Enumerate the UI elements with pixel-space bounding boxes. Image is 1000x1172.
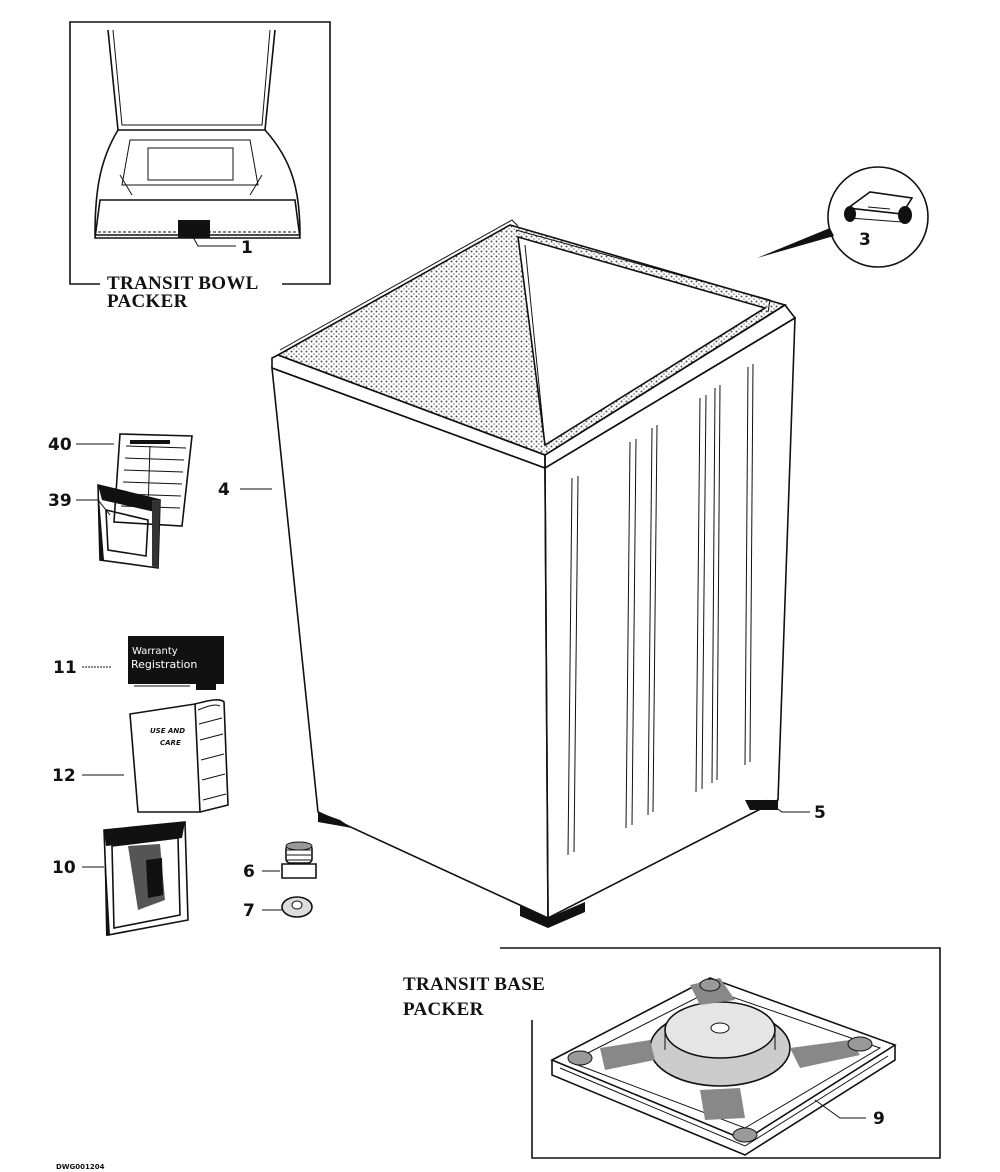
drawing-number: DWG001204 bbox=[56, 1163, 105, 1171]
callout-6: 6 bbox=[243, 862, 255, 882]
base-packer-illustration bbox=[550, 977, 897, 1156]
clip-pointer-wedge bbox=[757, 228, 834, 258]
callout-leader-1 bbox=[187, 227, 236, 247]
transit-base-packer-inset: TRANSIT BASE PACKER 9 bbox=[403, 947, 941, 1159]
bowl-packer-caption-line1: TRANSIT BOWL bbox=[107, 273, 259, 294]
bowl-inset-frame bbox=[69, 21, 331, 285]
callout-39: 39 bbox=[48, 491, 72, 511]
use-care-line2: CARE bbox=[160, 739, 181, 747]
part-39-packet bbox=[97, 483, 161, 569]
callout-1: 1 bbox=[241, 238, 253, 258]
cabinet-top-opening bbox=[517, 235, 767, 447]
base-inset-frame bbox=[500, 947, 941, 1159]
callout-12: 12 bbox=[52, 766, 76, 786]
use-care-line1: USE AND bbox=[150, 727, 185, 735]
callout-leader-5 bbox=[764, 799, 810, 813]
cabinet-foot-right bbox=[745, 800, 778, 810]
callout-9: 9 bbox=[873, 1109, 885, 1129]
callout-4: 4 bbox=[218, 480, 230, 500]
callout-leader-39 bbox=[76, 499, 111, 516]
cabinet-side-ribs bbox=[567, 363, 754, 856]
cabinet-foot-front bbox=[520, 902, 585, 928]
callout-11: 11 bbox=[53, 658, 77, 678]
callout-5: 5 bbox=[814, 803, 826, 823]
bowl-packer-caption-line2: PACKER bbox=[107, 291, 188, 312]
bowl-packer-illustration bbox=[94, 29, 301, 239]
cabinet-foot-left bbox=[318, 812, 352, 828]
callout-leader-9 bbox=[814, 1099, 866, 1119]
cabinet-left-face bbox=[271, 366, 549, 920]
part-12-use-care-booklet: USE AND CARE bbox=[129, 699, 229, 813]
part-6-drain-plug bbox=[281, 841, 317, 879]
warranty-card-line1: Warranty bbox=[132, 646, 178, 657]
callout-7: 7 bbox=[243, 901, 255, 921]
callout-10: 10 bbox=[52, 858, 76, 878]
callout-3: 3 bbox=[859, 230, 871, 250]
part-3-clip-detail: 3 bbox=[757, 166, 929, 268]
transit-bowl-packer-inset: 1 TRANSIT BOWL PACKER bbox=[69, 21, 331, 312]
callout-40: 40 bbox=[48, 435, 72, 455]
base-packer-caption-line1: TRANSIT BASE bbox=[403, 974, 545, 995]
base-packer-caption-line2: PACKER bbox=[403, 999, 484, 1020]
part-10-packet bbox=[103, 821, 189, 936]
part-7-washer bbox=[281, 896, 313, 918]
cabinet-assembly: 4 5 bbox=[218, 219, 826, 928]
clip-detail-circle bbox=[827, 166, 929, 268]
warranty-card-line2: Registration bbox=[131, 658, 197, 671]
part-11-warranty-card: Warranty Registration bbox=[128, 636, 224, 690]
